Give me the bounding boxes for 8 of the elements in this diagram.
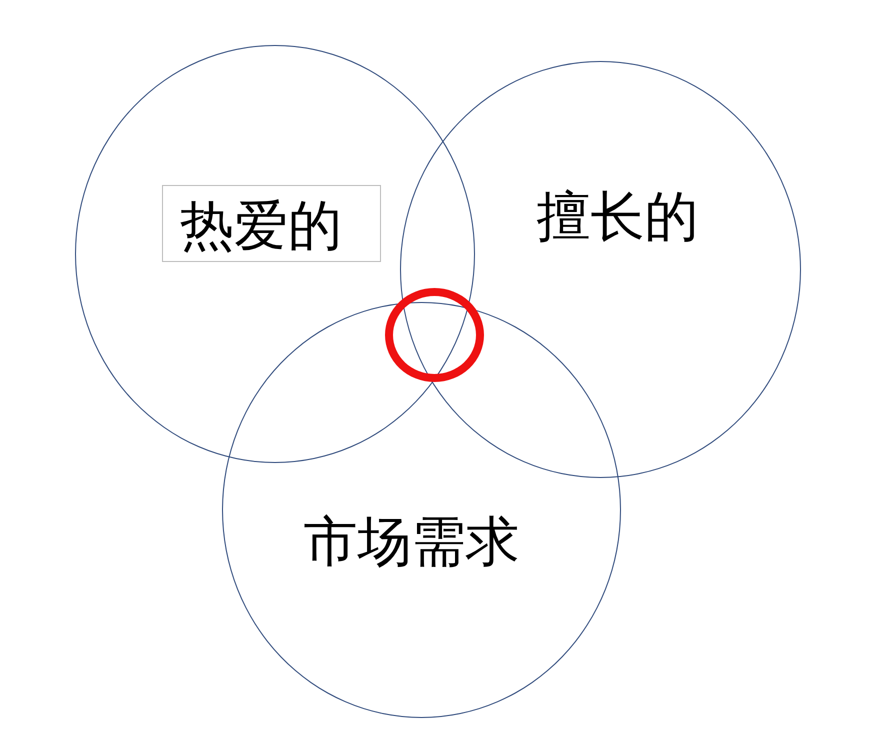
venn-circle [75, 45, 475, 463]
highlight-ring [385, 288, 484, 382]
venn-circle [400, 61, 801, 478]
venn-circle [222, 302, 621, 718]
venn-label: 市场需求 [303, 512, 520, 572]
venn-label: 热爱的 [180, 196, 342, 256]
venn-label: 擅长的 [536, 187, 698, 248]
text-box [162, 185, 382, 262]
